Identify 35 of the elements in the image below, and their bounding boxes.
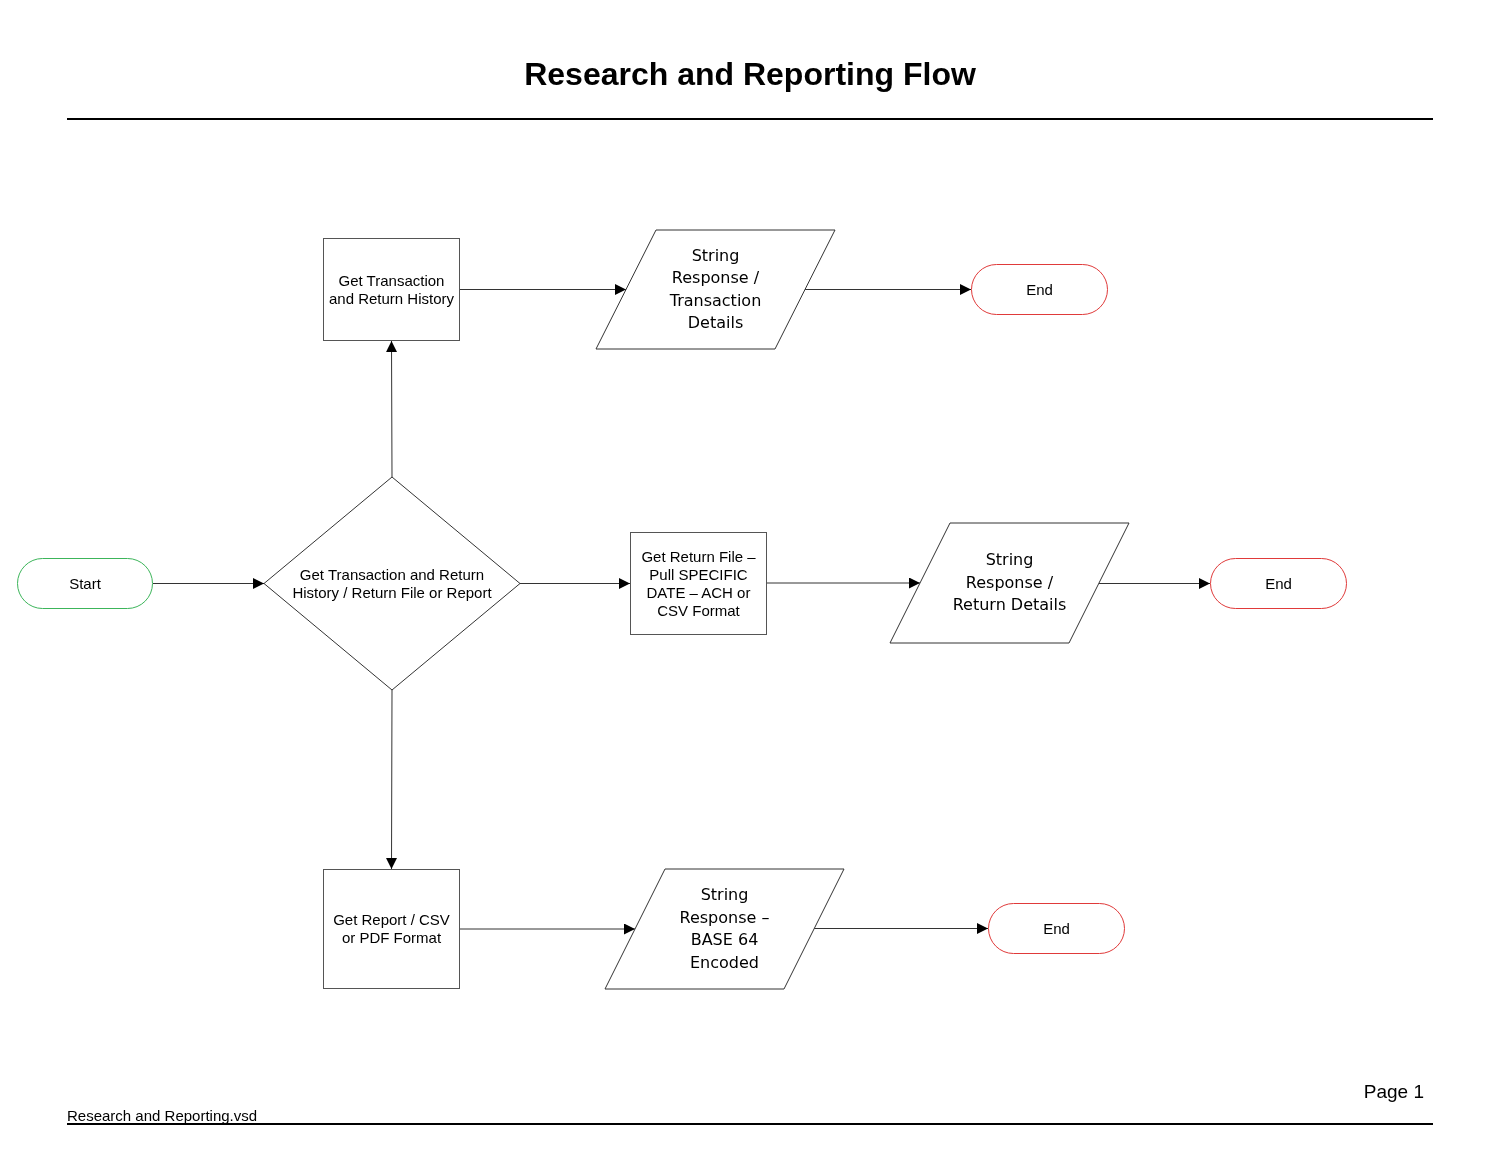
arrow [386,340,398,478]
start-terminal [17,558,153,609]
node-label: Get Return File – Pull SPECIFIC DATE – ACH or CSV Format [640,547,757,620]
node-label: Get Transaction and Return History / Return File or Report [291,565,493,602]
arrow [459,923,636,935]
node-label: Get Transaction and Return History [327,271,456,308]
decision-diamond [264,477,520,690]
node-label: Start [69,574,101,593]
end-terminal [988,903,1125,954]
diagram-title: Research and Reporting Flow [523,56,977,93]
arrow [1098,578,1211,589]
node-label: String Response / Return Details [951,549,1068,617]
arrow [813,923,989,934]
node-label: End [1043,919,1070,938]
process-box [323,869,460,989]
file-name: Research and Reporting.vsd [67,1107,258,1124]
arrow [386,689,398,870]
data-parallelogram [605,869,844,989]
arrow [459,284,627,295]
page-number: Page 1 [1363,1081,1424,1103]
node-label: Get Report / CSV or PDF Format [332,911,451,947]
process-box [630,532,767,635]
arrow [804,284,972,295]
data-parallelogram [890,523,1129,643]
node-label: End [1265,574,1292,593]
data-parallelogram [596,230,835,349]
end-terminal [1210,558,1347,609]
process-box [323,238,460,341]
arrow [152,578,265,589]
node-label: End [1026,280,1053,299]
node-label: String Response – BASE 64 Encoded [678,884,771,974]
end-terminal [971,264,1108,315]
node-label: String Response / Transaction Details [668,244,763,334]
arrow [519,578,631,589]
arrow [766,577,921,589]
